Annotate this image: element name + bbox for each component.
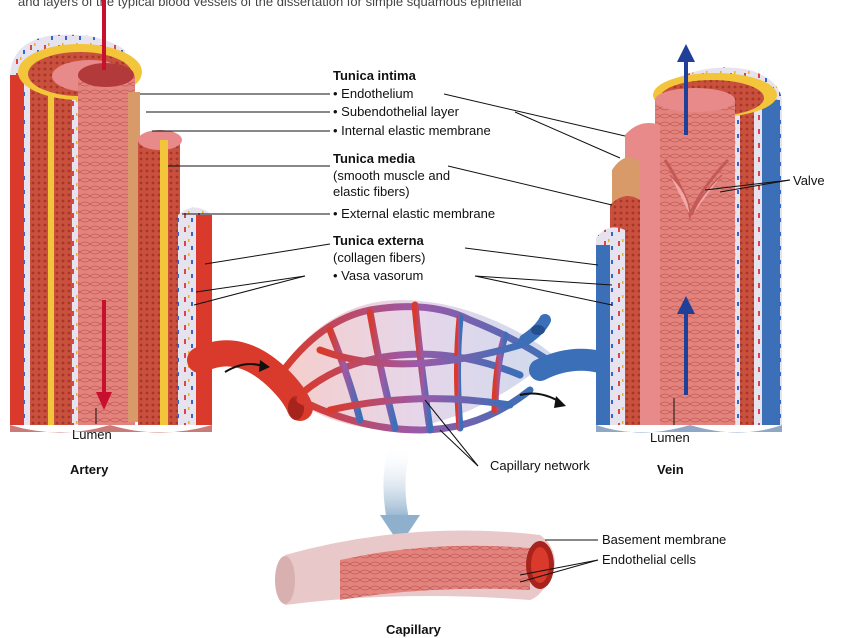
external-elastic-membrane-label: • External elastic membrane — [333, 206, 495, 222]
tunica-media-label: Tunica media — [333, 151, 415, 167]
internal-elastic-membrane-label: • Internal elastic membrane — [333, 123, 491, 139]
artery-lumen-label: Lumen — [72, 427, 112, 443]
tunica-media-desc-1: (smooth muscle and — [333, 168, 450, 184]
artery-illustration — [10, 0, 304, 433]
capillary-network-label: Capillary network — [490, 458, 590, 474]
endothelium-label: • Endothelium — [333, 86, 413, 102]
capillary-title: Capillary — [386, 622, 441, 638]
top-caption: and layers of the typical blood vessels … — [18, 0, 522, 9]
capillary-network-illustration — [280, 300, 600, 430]
tunica-externa-label: Tunica externa — [333, 233, 424, 249]
tunica-intima-label: Tunica intima — [333, 68, 416, 84]
endothelial-cells-label: Endothelial cells — [602, 552, 696, 568]
tunica-media-desc-2: elastic fibers) — [333, 184, 410, 200]
artery-title: Artery — [70, 462, 108, 478]
tunica-externa-desc: (collagen fibers) — [333, 250, 426, 266]
valve-label: Valve — [793, 173, 825, 189]
vein-lumen-label: Lumen — [650, 430, 690, 446]
vein-illustration — [596, 44, 782, 433]
basement-membrane-label: Basement membrane — [602, 532, 726, 548]
subendothelial-layer-label: • Subendothelial layer — [333, 104, 459, 120]
vasa-vasorum-label: • Vasa vasorum — [333, 268, 423, 284]
vein-title: Vein — [657, 462, 684, 478]
